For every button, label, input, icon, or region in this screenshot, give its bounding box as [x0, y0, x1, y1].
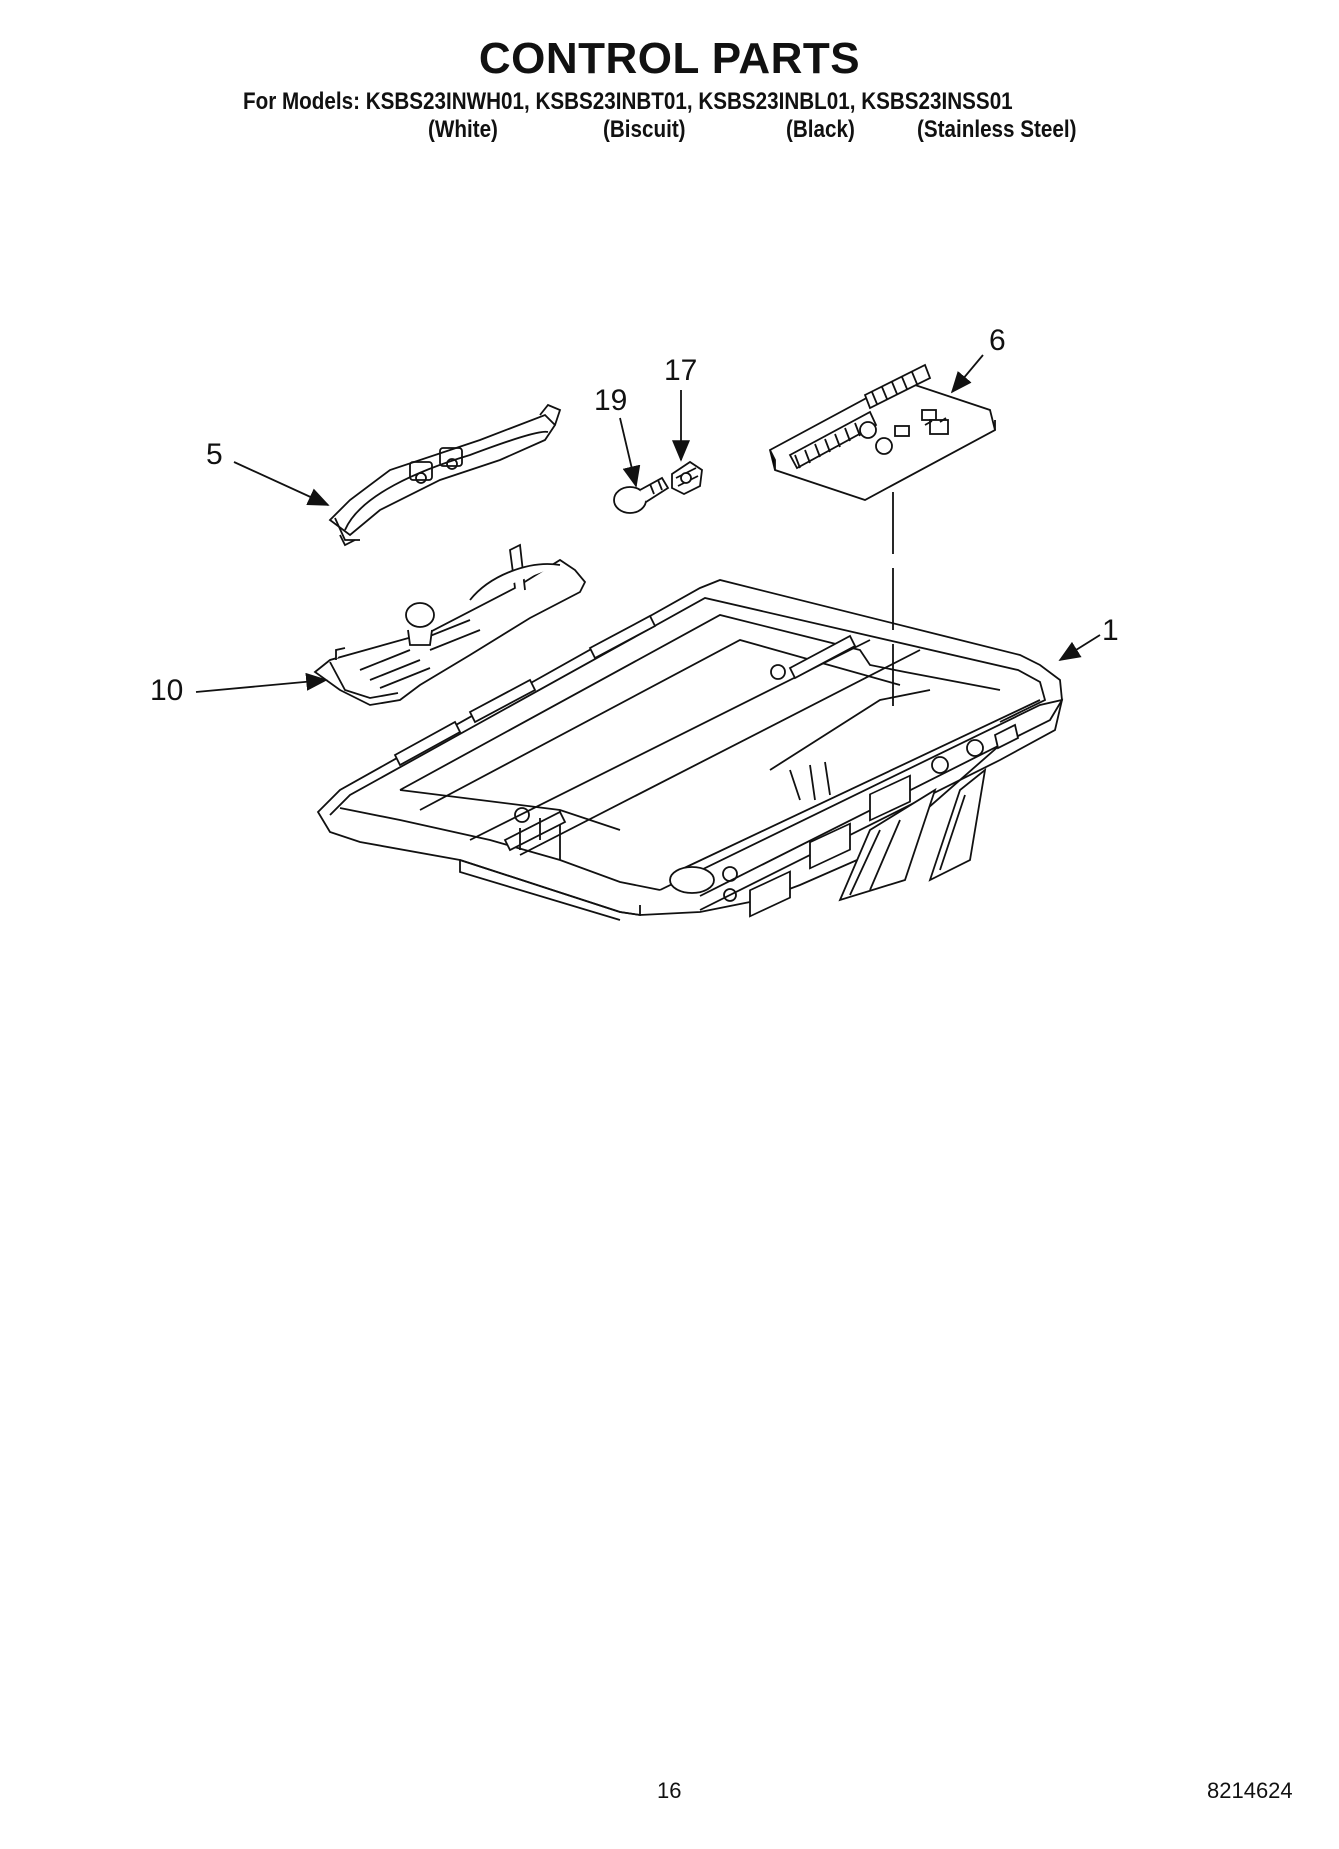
callout-10: 10: [150, 674, 184, 707]
color-black: (Black): [786, 116, 855, 143]
console-part: [316, 579, 1064, 921]
callout-1: 1: [1102, 614, 1119, 647]
page-number: 16: [657, 1778, 682, 1803]
color-stainless-steel: (Stainless Steel): [917, 116, 1077, 143]
arrow-10: [195, 672, 328, 693]
callout-6: 6: [989, 324, 1006, 357]
callout-5: 5: [206, 438, 223, 471]
arrow-19: [619, 417, 641, 488]
arrow-1: [1058, 634, 1101, 661]
models-line: For Models: KSBS23INWH01, KSBS23INBT01, …: [243, 88, 1013, 115]
document-number: 8214624: [1207, 1778, 1293, 1803]
control-board-part: [768, 363, 997, 501]
light-housing-part: [313, 543, 587, 706]
arrow-5: [233, 461, 330, 506]
light-cover-part: [328, 403, 562, 547]
bulb-part: [613, 476, 670, 514]
socket-part: [671, 460, 703, 496]
page-title: CONTROL PARTS: [478, 34, 861, 83]
callout-19: 19: [594, 384, 628, 417]
arrow-6: [950, 354, 984, 394]
callout-17: 17: [664, 354, 698, 387]
color-biscuit: (Biscuit): [603, 116, 686, 143]
color-white: (White): [428, 116, 498, 143]
